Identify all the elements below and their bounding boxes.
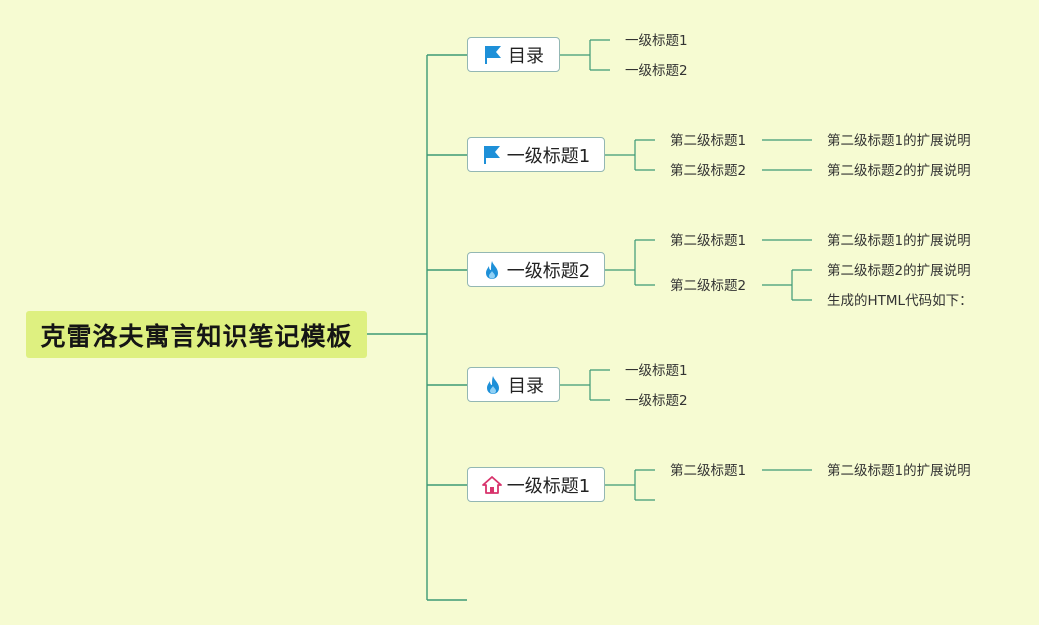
subtopic-label[interactable]: 一级标题1 bbox=[625, 363, 688, 379]
branch-topic-label: 一级标题1 bbox=[506, 145, 591, 167]
subtopic-label[interactable]: 第二级标题2 bbox=[670, 278, 747, 294]
fire-icon bbox=[483, 375, 503, 395]
detail-label[interactable]: 第二级标题1的扩展说明 bbox=[827, 133, 971, 149]
branch-topic-4[interactable]: 目录 bbox=[467, 367, 560, 402]
subtopic-label[interactable]: 一级标题2 bbox=[625, 393, 688, 409]
root-topic[interactable]: 克雷洛夫寓言知识笔记模板 bbox=[26, 311, 367, 358]
subtopic-label[interactable]: 一级标题2 bbox=[625, 63, 688, 79]
detail-label[interactable]: 第二级标题1的扩展说明 bbox=[827, 233, 971, 249]
subtopic-label[interactable]: 第二级标题1 bbox=[670, 233, 747, 249]
branch-topic-label: 目录 bbox=[508, 45, 544, 67]
home-icon bbox=[481, 475, 502, 495]
fire-icon bbox=[482, 260, 502, 280]
detail-label[interactable]: 第二级标题2的扩展说明 bbox=[827, 163, 971, 179]
branch-topic-2[interactable]: 一级标题1 bbox=[467, 137, 605, 172]
branch-topic-label: 一级标题1 bbox=[506, 475, 591, 497]
flag-icon bbox=[482, 145, 502, 165]
subtopic-label[interactable]: 第二级标题1 bbox=[670, 133, 747, 149]
subtopic-label[interactable]: 一级标题1 bbox=[625, 33, 688, 49]
branch-topic-1[interactable]: 目录 bbox=[467, 37, 560, 72]
subtopic-label[interactable]: 第二级标题2 bbox=[670, 163, 747, 179]
detail-label[interactable]: 第二级标题2的扩展说明 bbox=[827, 263, 971, 279]
branch-topic-3[interactable]: 一级标题2 bbox=[467, 252, 605, 287]
flag-icon bbox=[483, 45, 503, 65]
detail-label[interactable]: 生成的HTML代码如下： bbox=[827, 293, 973, 309]
branch-topic-label: 一级标题2 bbox=[506, 260, 591, 282]
detail-label[interactable]: 第二级标题1的扩展说明 bbox=[827, 463, 971, 479]
branch-topic-label: 目录 bbox=[508, 375, 544, 397]
branch-topic-5[interactable]: 一级标题1 bbox=[467, 467, 605, 502]
subtopic-label[interactable]: 第二级标题1 bbox=[670, 463, 747, 479]
